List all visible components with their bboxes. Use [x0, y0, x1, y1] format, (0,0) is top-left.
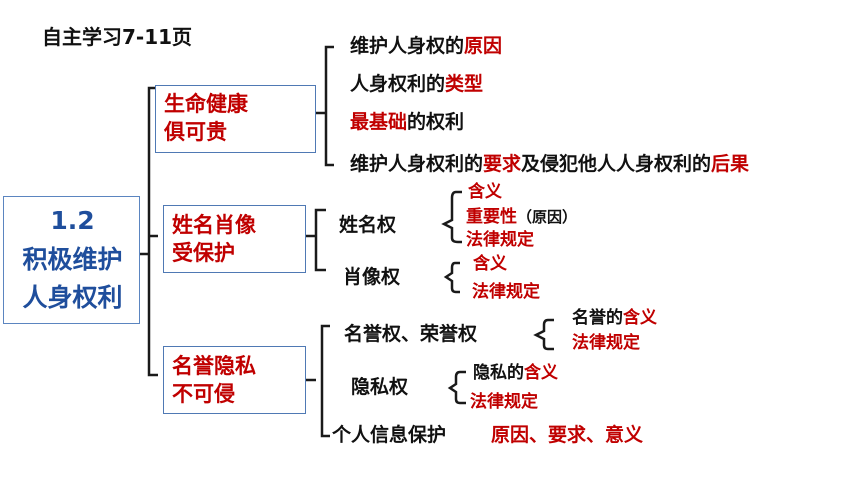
item-text: 的权利 — [407, 111, 465, 133]
privacy-brace — [447, 370, 466, 405]
privacy-law: 法律规定 — [470, 392, 538, 412]
branch3-brace — [320, 324, 330, 438]
name-right-importance: 重要性（原因） — [466, 209, 577, 226]
main-topic-box: 1.2 积极维护 人身权利 — [3, 196, 140, 324]
main-brace — [147, 86, 158, 377]
item-keyword: 含义 — [524, 363, 558, 383]
item-text: （原因） — [517, 208, 578, 226]
name-right-meaning: 含义 — [468, 182, 502, 202]
branch2-brace — [314, 208, 326, 272]
branch2-box: 姓名肖像 受保护 — [163, 205, 306, 273]
name-right-law: 法律规定 — [466, 230, 534, 250]
item-text: 人身权利的 — [350, 73, 446, 95]
branch1-item-requirement: 维护人身权利的要求及侵犯他人人身权利的后果 — [350, 155, 749, 174]
item-text: 隐私的 — [473, 363, 524, 383]
branch2-label-line1: 姓名肖像 — [172, 213, 256, 237]
branch1-item-reason: 维护人身权的原因 — [350, 37, 502, 56]
item-keyword: 类型 — [445, 73, 484, 95]
item-text: 名誉的 — [572, 308, 623, 328]
branch1-label-line1: 生命健康 — [164, 92, 248, 116]
main-topic-line2: 积极维护 — [22, 245, 123, 274]
branch3-label-line1: 名誉隐私 — [172, 354, 256, 378]
item-keyword: 原因 — [464, 35, 503, 57]
branch3-label-line2: 不可侵 — [172, 382, 235, 406]
item-text: 维护人身权的 — [350, 35, 465, 57]
page-title: 自主学习7-11页 — [42, 25, 193, 49]
portrait-right-brace — [443, 261, 460, 294]
personal-info-label: 个人信息保护 — [332, 424, 447, 446]
name-right-brace — [441, 190, 462, 244]
branch2-label-line2: 受保护 — [172, 241, 235, 265]
reputation-right-label: 名誉权、荣誉权 — [344, 323, 478, 345]
privacy-meaning: 隐私的含义 — [473, 365, 558, 382]
personal-info-items: 原因、要求、意义 — [491, 424, 644, 446]
portrait-right-meaning: 含义 — [473, 254, 507, 274]
item-keyword: 含义 — [623, 308, 657, 328]
privacy-right-label: 隐私权 — [351, 376, 409, 398]
item-keyword: 最基础 — [350, 111, 408, 133]
item-keyword: 后果 — [711, 153, 750, 175]
main-topic-line3: 人身权利 — [22, 283, 123, 312]
branch1-box: 生命健康 俱可贵 — [155, 85, 316, 153]
item-keyword: 重要性 — [466, 207, 517, 227]
branch1-item-type: 人身权利的类型 — [350, 75, 483, 94]
branch1-label-line2: 俱可贵 — [164, 120, 227, 144]
reputation-law: 法律规定 — [572, 333, 640, 353]
reputation-meaning: 名誉的含义 — [572, 310, 657, 327]
branch3-box: 名誉隐私 不可侵 — [163, 346, 306, 414]
branch1-brace — [324, 45, 334, 167]
main-topic-line1: 1.2 — [50, 206, 95, 235]
branch1-item-basic: 最基础的权利 — [350, 113, 464, 132]
name-right-label: 姓名权 — [339, 214, 397, 236]
item-text: 及侵犯他人人身权利的 — [521, 153, 712, 175]
item-keyword: 要求 — [483, 153, 522, 175]
portrait-right-label: 肖像权 — [343, 266, 401, 288]
reputation-brace — [533, 318, 554, 351]
portrait-right-law: 法律规定 — [472, 282, 540, 302]
item-text: 维护人身权利的 — [350, 153, 484, 175]
